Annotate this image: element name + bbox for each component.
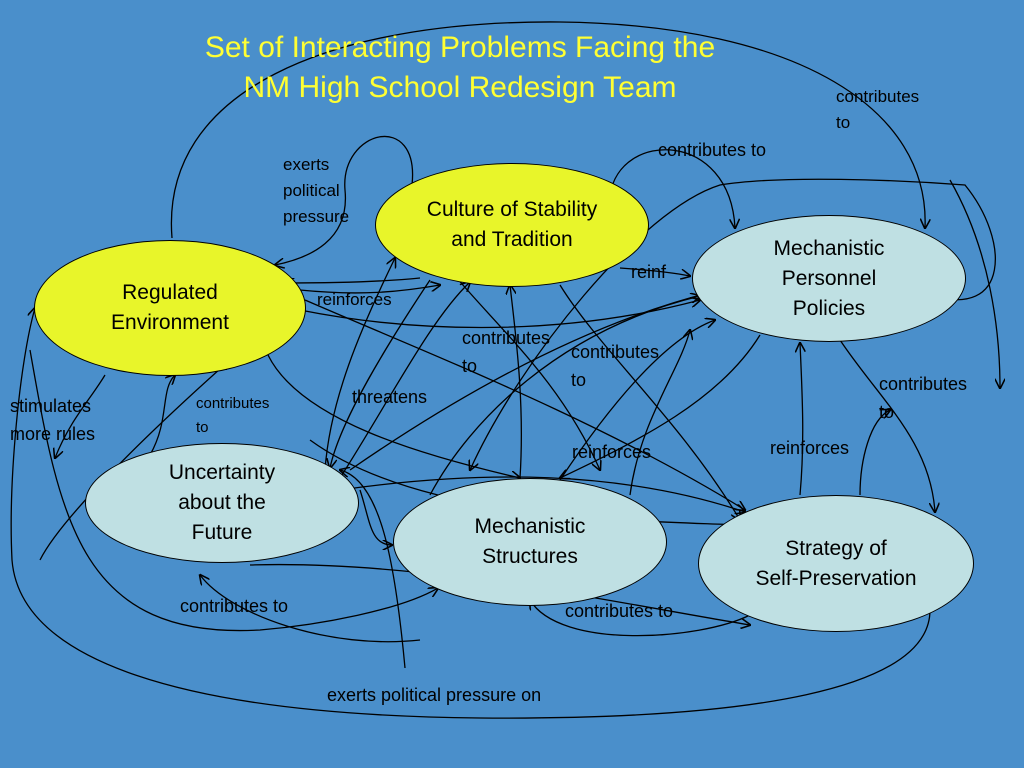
label-exerts-political-pressure-on: exerts political pressure on (327, 685, 542, 705)
diagram-title: Set of Interacting Problems Facing the N… (150, 28, 770, 108)
title-line-1: Set of Interacting Problems Facing the (204, 31, 716, 64)
label-contributes-to-top: contributes to (658, 140, 767, 160)
arrow-regulated-culture (299, 285, 440, 294)
node-label: Mechanistic Personnel Policies (773, 236, 885, 320)
arrow-culture-personnel (609, 149, 735, 228)
title-line-2: NM High School Redesign Team (243, 71, 677, 104)
label-contributes-to-bottom-left: contributes to (180, 596, 289, 616)
label-threatens: threatens (352, 387, 428, 407)
arrow-strategy-up (859, 410, 890, 496)
arrow-right-side-loop (470, 178, 996, 470)
label-contributes-to-center-1: contributes to (462, 328, 551, 376)
label-reinforces-center: reinforces (572, 442, 652, 462)
arrow-big-loop-top (170, 21, 925, 239)
label-stimulates-more-rules: stimulates more rules (10, 396, 96, 444)
arrow-center-cross-1 (299, 300, 700, 329)
arrow-bottom-line (340, 470, 406, 669)
arrow-personnel-structures (560, 334, 761, 478)
node-label: Strategy of Self-Preservation (755, 536, 917, 590)
node-label: Uncertainty about the Future (168, 461, 276, 544)
arrow-big-loop-bottom (10, 308, 931, 719)
arrow-structures-uncertainty (200, 575, 421, 643)
node-label: Mechanistic Structures (474, 515, 586, 568)
label-contributes-to-small: contributes to (196, 395, 270, 436)
arrow-uncertainty-culture-2 (339, 282, 470, 479)
arrow-culture-regulated (285, 277, 421, 283)
node-culture-stability: Culture of Stability and Tradition (375, 163, 649, 287)
arrow-culture-strategy (559, 284, 740, 520)
arrow-culture-uncertainty (330, 279, 431, 468)
label-reinforces-left: reinforces (317, 290, 392, 309)
node-uncertainty: Uncertainty about the Future (85, 443, 359, 563)
arrow-uncertainty-regulated (149, 375, 175, 456)
arrow-uncertainty-structures (359, 489, 392, 545)
arrow-strategy-personnel (800, 343, 803, 496)
label-reinf: reinf (631, 262, 667, 282)
label-exerts-political-pressure: exerts political pressure (283, 155, 350, 226)
arrow-center-cross-4 (629, 330, 690, 496)
arrow-regulated-uncertainty (55, 374, 106, 458)
node-mechanistic-personnel: Mechanistic Personnel Policies (692, 215, 966, 342)
arrow-strategy-structures (530, 600, 751, 637)
arrow-structures-culture (510, 285, 522, 479)
label-reinforces-right: reinforces (770, 438, 850, 458)
node-regulated-environment: Regulated Environment (34, 240, 306, 376)
arrow-right-edge (949, 179, 1000, 388)
arrow-uncertainty-culture-1 (324, 258, 395, 471)
label-contributes-to-top-right: contributes to (836, 87, 920, 132)
arrow-personnel-strategy (839, 339, 935, 512)
node-label: Regulated Environment (111, 281, 229, 334)
label-contributes-to-bottom-right: contributes to (565, 601, 674, 621)
arrow-structures-personnel (559, 320, 715, 481)
node-label: Culture of Stability and Tradition (426, 198, 598, 251)
arrow-exerts-pressure (275, 135, 414, 265)
label-contributes-to-right: contributes to (879, 374, 968, 422)
label-contributes-to-center-2: contributes to (571, 342, 660, 390)
arrow-regulated-strategy-low (29, 349, 438, 632)
arrow-regulated-structures (267, 354, 520, 478)
node-self-preservation: Strategy of Self-Preservation (698, 495, 974, 632)
arrow-center-cross-5 (429, 296, 700, 496)
arrow-reinf-personnel (619, 267, 690, 276)
arrow-center-cross-3 (449, 269, 600, 470)
node-mechanistic-structures: Mechanistic Structures (393, 478, 667, 606)
